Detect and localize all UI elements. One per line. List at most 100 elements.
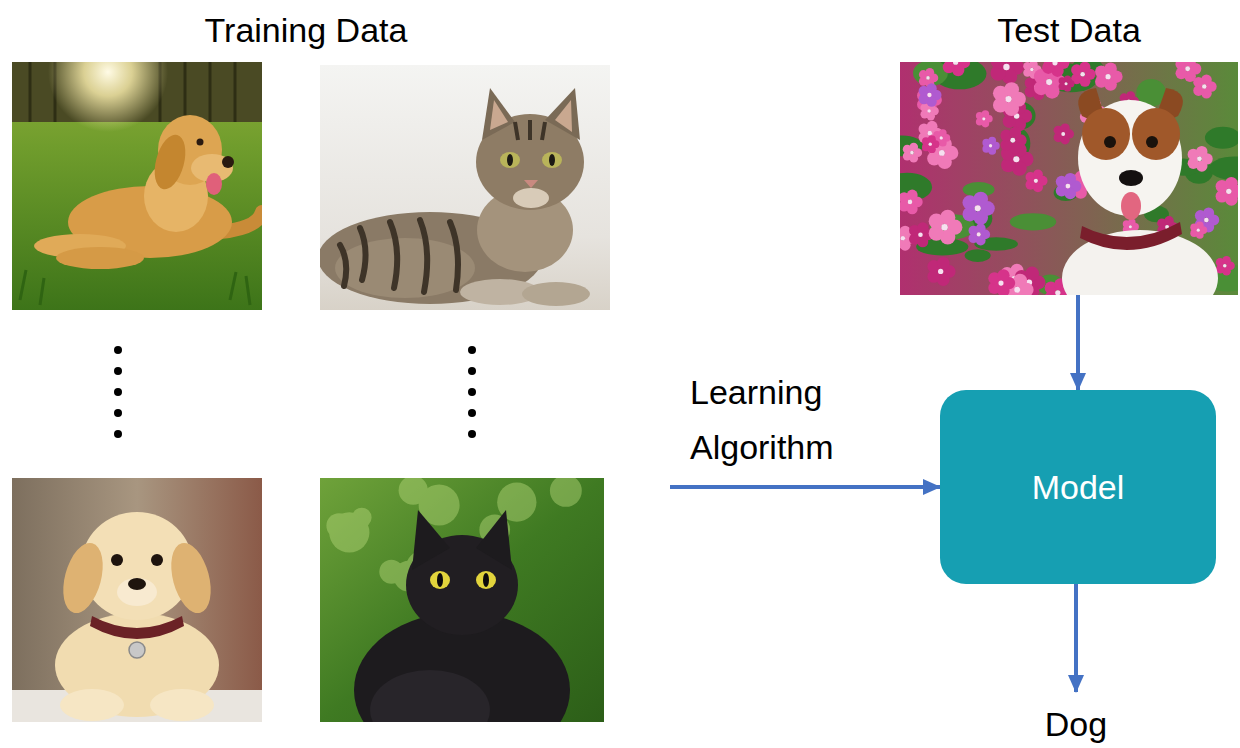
art-shape bbox=[545, 88, 580, 140]
art-shape bbox=[20, 270, 250, 305]
art-shape bbox=[927, 109, 930, 112]
art-shape bbox=[1080, 72, 1085, 77]
art-shape bbox=[390, 222, 397, 288]
black-cat-photo bbox=[320, 478, 604, 722]
test-image-group: Test Data bbox=[900, 10, 1238, 295]
art-shape bbox=[1129, 225, 1132, 228]
art-shape bbox=[483, 573, 489, 587]
art-shape bbox=[1010, 213, 1057, 230]
art-shape bbox=[926, 83, 936, 93]
art-shape bbox=[1225, 177, 1238, 190]
art-shape bbox=[129, 642, 145, 658]
art-shape bbox=[476, 571, 496, 589]
art-shape bbox=[149, 131, 191, 192]
art-shape bbox=[1202, 84, 1206, 88]
art-shape bbox=[1104, 136, 1116, 148]
art-shape bbox=[1014, 287, 1020, 293]
art-shape bbox=[468, 388, 476, 396]
art-shape bbox=[1209, 156, 1238, 180]
art-shape bbox=[370, 670, 490, 722]
art-shape bbox=[925, 68, 934, 77]
art-shape bbox=[1010, 138, 1015, 143]
art-shape bbox=[1029, 62, 1037, 68]
art-shape bbox=[164, 539, 217, 618]
art-shape bbox=[1184, 62, 1196, 67]
art-shape bbox=[542, 152, 562, 168]
art-shape bbox=[507, 154, 513, 166]
art-shape bbox=[522, 282, 590, 306]
art-shape bbox=[490, 100, 508, 130]
art-shape bbox=[1185, 66, 1190, 71]
art-shape bbox=[1105, 74, 1110, 79]
art-shape bbox=[184, 62, 187, 122]
art-shape bbox=[909, 143, 918, 152]
art-shape bbox=[56, 539, 109, 618]
art-shape bbox=[1061, 132, 1065, 136]
art-shape bbox=[476, 510, 512, 570]
art-shape bbox=[910, 151, 914, 155]
dog-photo bbox=[12, 62, 262, 310]
art-shape bbox=[988, 137, 996, 145]
art-shape bbox=[549, 154, 555, 166]
art-shape bbox=[939, 150, 945, 156]
art-shape bbox=[1005, 96, 1011, 102]
art-shape bbox=[977, 232, 981, 236]
model-box: Model bbox=[940, 390, 1216, 584]
art-shape bbox=[1060, 123, 1069, 132]
art-shape bbox=[1121, 192, 1141, 220]
training-image-group: Training Data bbox=[0, 10, 670, 735]
art-shape bbox=[1196, 146, 1207, 157]
art-shape bbox=[550, 478, 582, 507]
test-dog-photo bbox=[900, 62, 1238, 295]
art-shape bbox=[12, 478, 262, 722]
art-shape bbox=[360, 228, 366, 280]
art-shape bbox=[114, 367, 122, 375]
art-shape bbox=[1004, 82, 1019, 97]
art-shape bbox=[927, 93, 931, 97]
art-shape bbox=[222, 156, 234, 168]
art-shape bbox=[998, 281, 1003, 286]
art-shape bbox=[1104, 62, 1116, 74]
art-shape bbox=[1223, 264, 1227, 268]
art-shape bbox=[206, 173, 222, 195]
art-shape bbox=[1064, 173, 1076, 185]
art-shape bbox=[468, 346, 476, 354]
art-shape bbox=[918, 232, 923, 237]
art-shape bbox=[468, 367, 476, 375]
art-shape bbox=[982, 117, 985, 120]
art-shape bbox=[111, 554, 123, 566]
art-shape bbox=[151, 554, 163, 566]
art-shape bbox=[1055, 290, 1060, 295]
art-shape bbox=[908, 200, 913, 205]
art-shape bbox=[56, 247, 144, 269]
art-shape bbox=[1164, 216, 1174, 226]
art-shape bbox=[973, 192, 988, 207]
art-shape bbox=[1034, 179, 1038, 183]
art-shape bbox=[500, 152, 520, 168]
art-shape bbox=[975, 205, 981, 211]
art-shape bbox=[1033, 170, 1043, 180]
flow-arrow bbox=[670, 485, 940, 489]
art-shape bbox=[320, 65, 610, 310]
art-shape bbox=[48, 62, 168, 132]
art-shape bbox=[940, 136, 943, 139]
art-shape bbox=[1009, 127, 1021, 139]
art-shape bbox=[941, 224, 947, 230]
art-shape bbox=[953, 62, 958, 65]
art-shape bbox=[1003, 64, 1009, 70]
art-shape bbox=[524, 180, 538, 188]
art-shape bbox=[412, 510, 450, 570]
art-shape bbox=[515, 120, 545, 140]
art-shape bbox=[482, 88, 515, 140]
output-text: Dog bbox=[1045, 704, 1107, 745]
art-shape bbox=[1205, 127, 1238, 149]
art-shape bbox=[1196, 222, 1204, 230]
art-shape bbox=[1119, 170, 1143, 186]
art-shape bbox=[943, 62, 955, 73]
art-shape bbox=[555, 100, 572, 132]
art-shape bbox=[1025, 267, 1039, 281]
art-shape bbox=[907, 190, 918, 201]
art-shape bbox=[1065, 184, 1070, 189]
art-shape bbox=[1082, 108, 1130, 160]
art-shape bbox=[1222, 256, 1231, 265]
